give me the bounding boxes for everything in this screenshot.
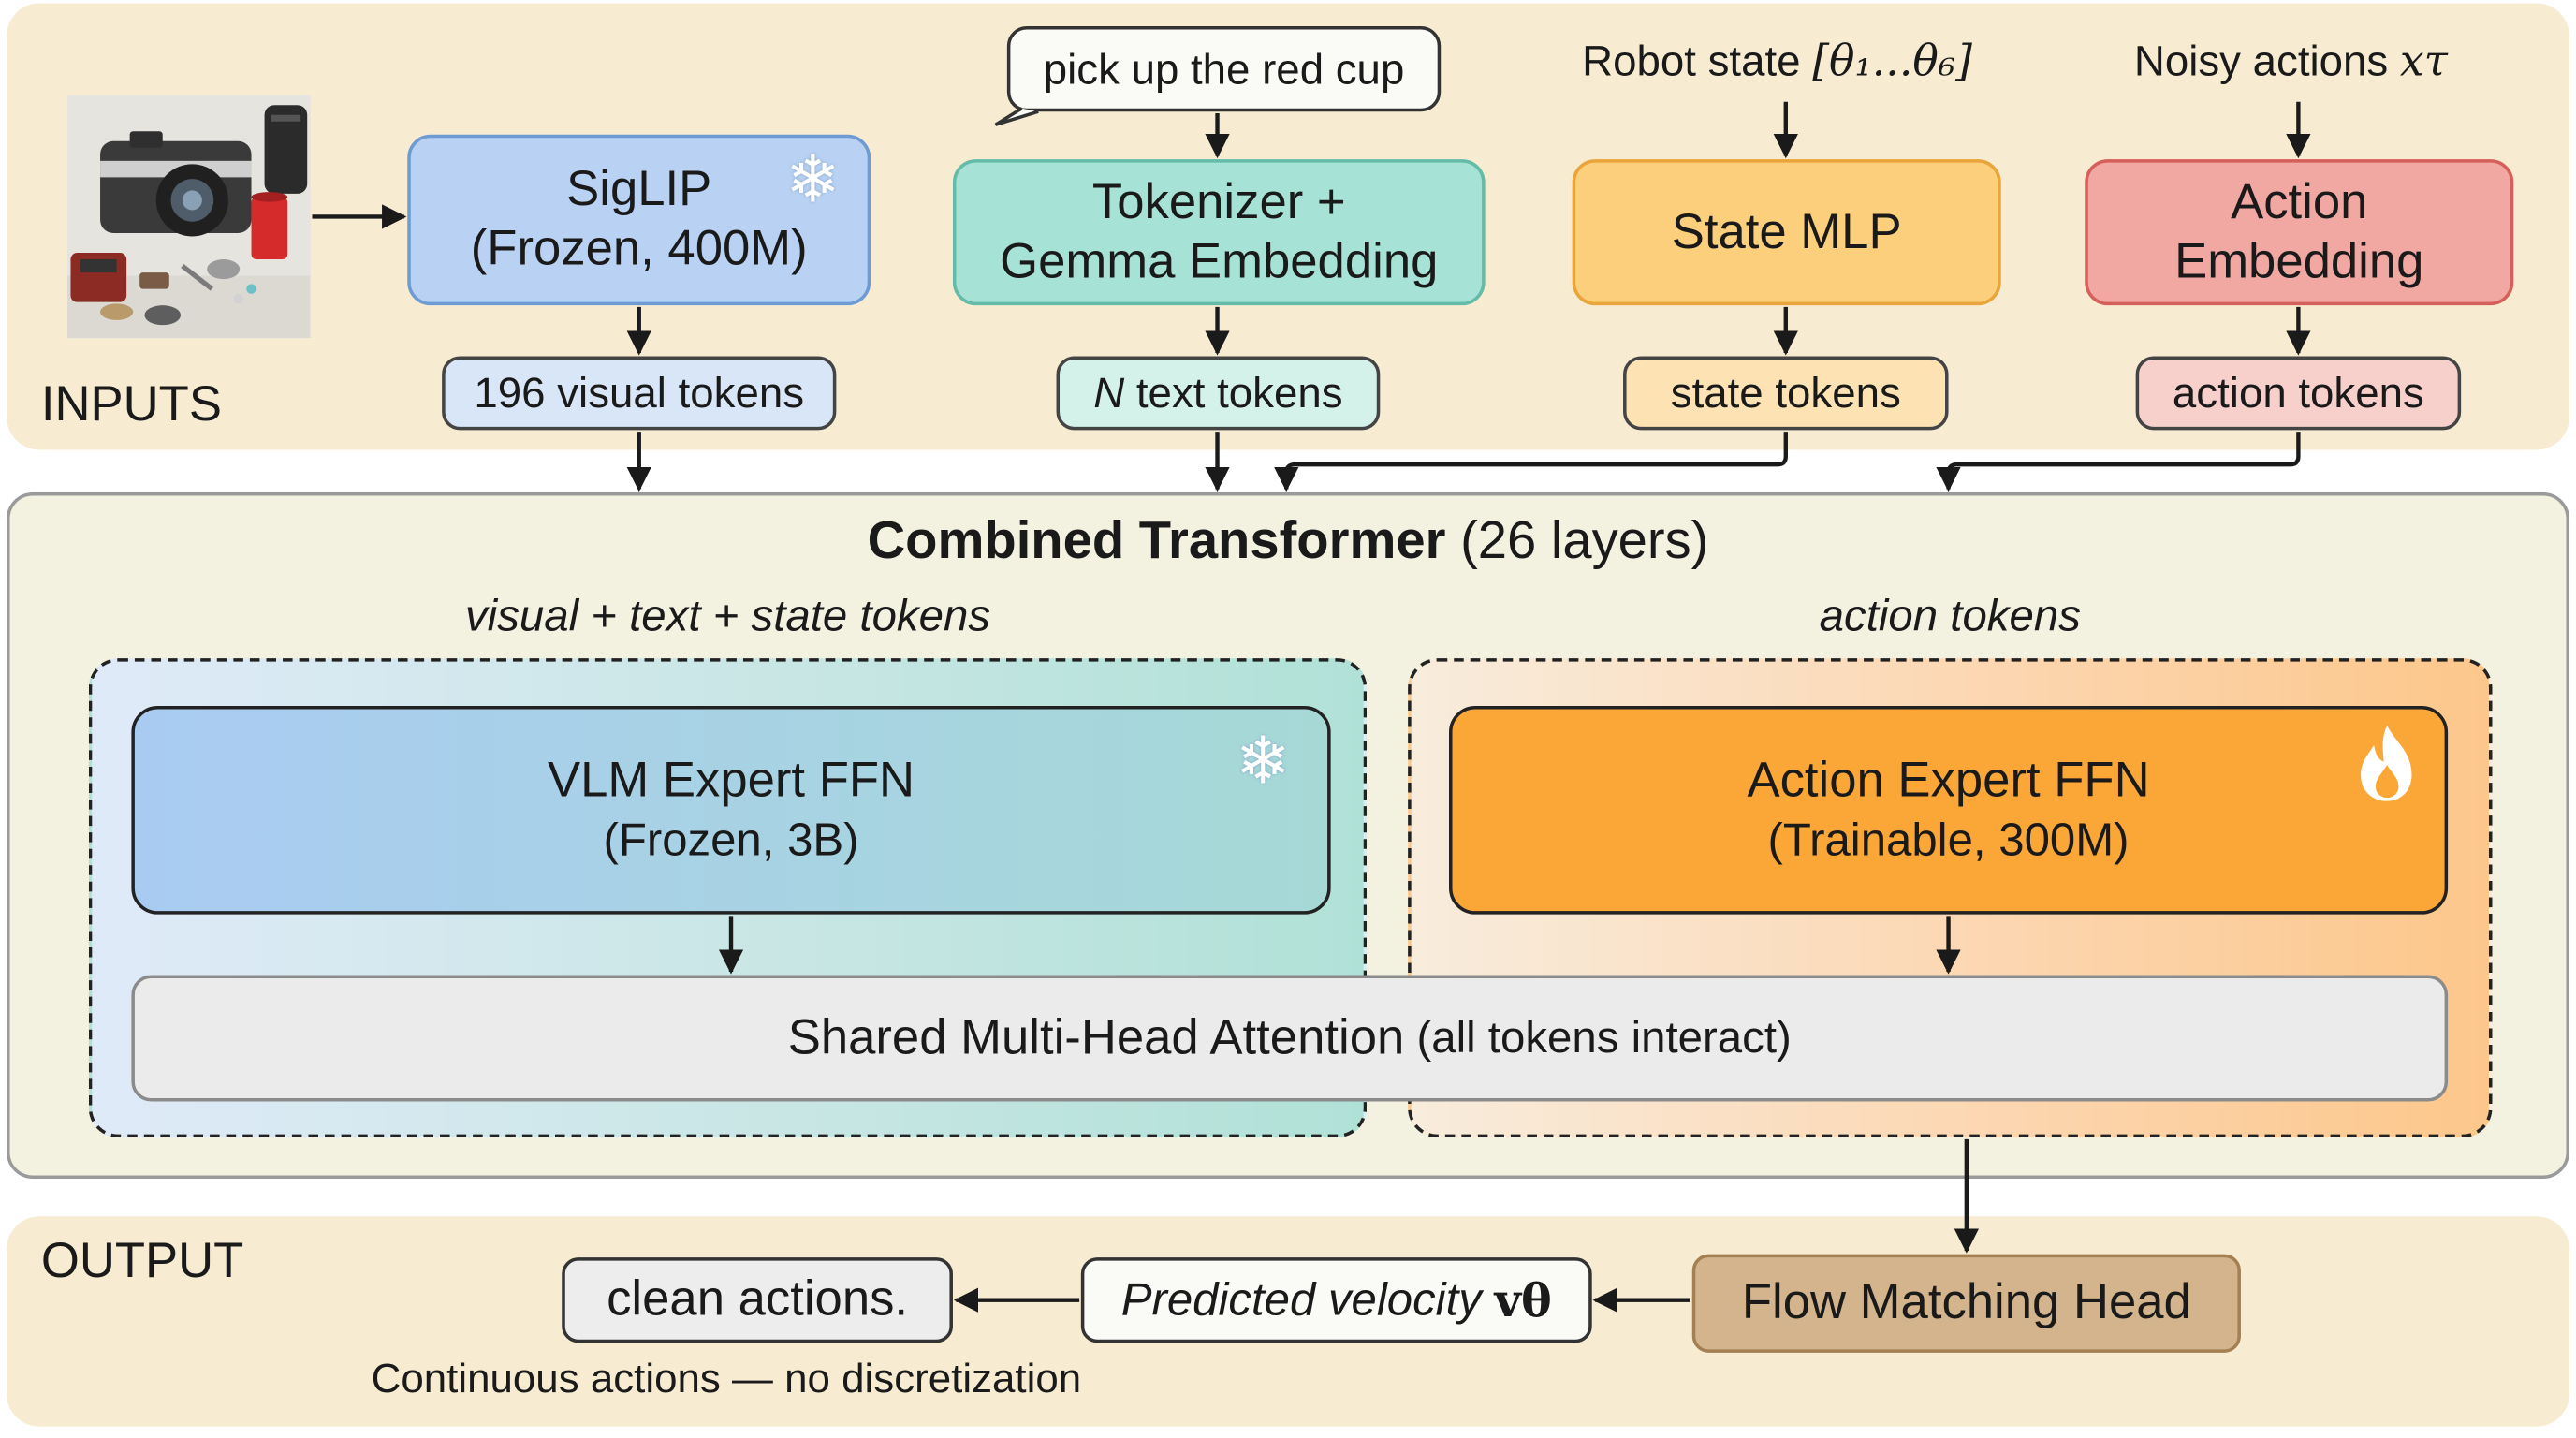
action-tokens-pill: action tokens (2135, 356, 2462, 431)
shared-attention-box: Shared Multi-Head Attention (all tokens … (131, 975, 2449, 1102)
tokenizer-embedding-box: Tokenizer + Gemma Embedding (952, 159, 1486, 306)
noisy-actions-label: Noisy actions xτ (2134, 37, 2528, 95)
siglip-encoder-box: SigLIP (Frozen, 400M) (407, 134, 871, 306)
visual-tokens-pill: 196 visual tokens (442, 356, 837, 431)
snowflake-icon: ❄ (1235, 726, 1291, 799)
speech-bubble-tail (994, 107, 1039, 126)
tokenizer-line1: Tokenizer + (1091, 174, 1346, 229)
output-section-label: OUTPUT (40, 1234, 244, 1289)
vlm-expert-subtitle: (Frozen, 3B) (603, 813, 859, 865)
vlm-expert-ffn-box: VLM Expert FFN (Frozen, 3B) (131, 705, 1331, 915)
attention-main-label: Shared Multi-Head Attention (787, 1010, 1405, 1065)
robot-state-text: Robot state (1582, 36, 1813, 86)
velocity-label: Predicted velocity (1120, 1273, 1495, 1326)
attention-note: (all tokens interact) (1404, 1012, 1792, 1063)
transformer-title: Combined Transformer (26 layers) (7, 510, 2569, 580)
right-group-label: action tokens (1819, 591, 2081, 640)
text-tokens-n: N (1093, 367, 1125, 418)
snowflake-icon: ❄ (784, 144, 841, 217)
transformer-title-layers: (26 layers) (1445, 510, 1709, 570)
robot-state-label: Robot state [θ₁...θ₆] (1582, 37, 2009, 95)
noisy-actions-math: xτ (2399, 37, 2448, 87)
tokenizer-line2: Gemma Embedding (1000, 233, 1439, 288)
noisy-actions-text: Noisy actions (2133, 36, 2400, 86)
clean-actions-box: clean actions. (562, 1257, 953, 1343)
left-group-label: visual + text + state tokens (464, 591, 991, 640)
camera-and-objects-photo (66, 95, 311, 339)
text-tokens-label: text tokens (1124, 367, 1343, 418)
output-caption: Continuous actions — no discretization (371, 1356, 1082, 1402)
vlm-expert-title: VLM Expert FFN (547, 752, 915, 807)
flow-matching-head-box: Flow Matching Head (1691, 1254, 2241, 1353)
text-tokens-pill: N text tokens (1056, 356, 1381, 431)
input-image (66, 95, 311, 339)
predicted-velocity-box: Predicted velocity vθ (1080, 1257, 1592, 1343)
action-expert-subtitle: (Trainable, 300M) (1767, 813, 2130, 865)
action-embedding-line2: Embedding (2174, 233, 2424, 288)
action-expert-title: Action Expert FFN (1747, 752, 2150, 807)
siglip-subtitle: (Frozen, 400M) (470, 221, 808, 276)
state-mlp-box: State MLP (1572, 159, 2001, 306)
action-embedding-box: Action Embedding (2085, 159, 2514, 306)
action-embedding-line1: Action (2231, 174, 2368, 229)
flame-icon (2352, 723, 2422, 805)
robot-state-math: [θ₁...θ₆] (1812, 37, 1972, 87)
transformer-title-bold: Combined Transformer (867, 510, 1446, 570)
instruction-speech-bubble: pick up the red cup (1006, 26, 1442, 112)
state-tokens-pill: state tokens (1623, 356, 1949, 431)
inputs-section-label: INPUTS (40, 377, 222, 433)
action-expert-ffn-box: Action Expert FFN (Trainable, 300M) (1449, 705, 2449, 915)
velocity-math: vθ (1494, 1272, 1552, 1328)
siglip-title: SigLIP (566, 162, 712, 217)
